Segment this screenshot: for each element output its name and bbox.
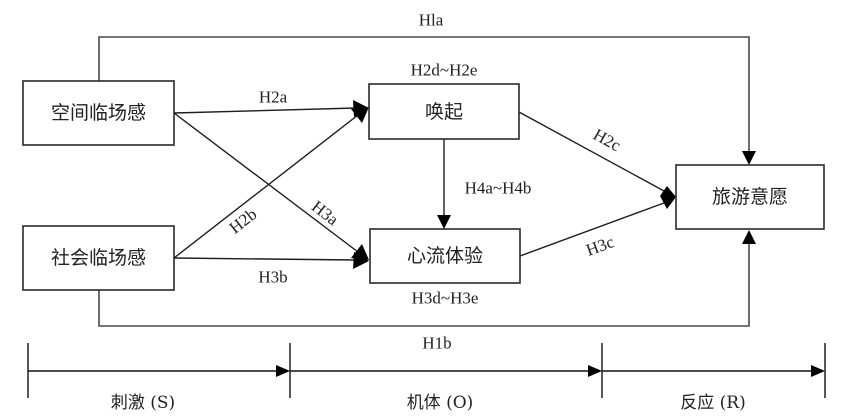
- node-spatial-presence-label: 空间临场感: [51, 102, 146, 124]
- stage-label-response: 反应 (R): [680, 393, 745, 413]
- label-h4a-h4b: H4a~H4b: [465, 179, 532, 198]
- arrowhead-h3b: [353, 252, 369, 269]
- timeline-arrowhead-response: [811, 365, 825, 377]
- label-h3b: H3b: [258, 268, 287, 287]
- arrowhead-h2b: [351, 107, 369, 123]
- node-travel-intention-label: 旅游意愿: [712, 186, 788, 208]
- label-h3a: H3a: [308, 197, 342, 230]
- node-social-presence: 社会临场感: [22, 225, 175, 291]
- label-h1b: H1b: [422, 334, 451, 353]
- edge-h1a: [98, 36, 750, 152]
- stage-label-stimulus: 刺激 (S): [111, 393, 175, 413]
- edge-h2c: [518, 111, 665, 192]
- arrowhead-h2c-h3c: [660, 186, 676, 209]
- stage-label-organism: 机体 (O): [407, 393, 474, 413]
- label-h2d-h2e: H2d~H2e: [411, 61, 478, 80]
- label-h2b: H2b: [226, 205, 261, 238]
- edge-h2b: [173, 114, 359, 259]
- arrowhead-h4a-h4b: [437, 215, 451, 229]
- edge-h3c: [519, 202, 665, 257]
- node-flow-experience-label: 心流体验: [407, 245, 483, 267]
- edge-h1b: [98, 243, 750, 327]
- edge-h2a: [173, 107, 357, 114]
- node-flow-experience: 心流体验: [369, 228, 521, 284]
- node-social-presence-label: 社会临场感: [51, 247, 146, 269]
- arrowhead-h1a: [742, 151, 756, 165]
- timeline-arrowhead-organism: [588, 365, 602, 377]
- node-travel-intention: 旅游意愿: [675, 164, 825, 230]
- node-spatial-presence: 空间临场感: [22, 80, 175, 146]
- timeline-arrowhead-stimulus: [276, 365, 290, 377]
- label-h2c: H2c: [590, 125, 624, 156]
- edge-h3a: [173, 112, 359, 253]
- arrowhead-h1b: [742, 230, 756, 244]
- stage-timeline: 刺激 (S) 机体 (O) 反应 (R): [27, 343, 826, 413]
- label-h1a: Hla: [419, 11, 444, 30]
- node-arousal: 唤起: [368, 83, 520, 140]
- label-h3c: H3c: [583, 232, 617, 260]
- edge-h3b: [173, 257, 357, 261]
- label-h2a: H2a: [259, 88, 288, 107]
- node-arousal-label: 唤起: [425, 101, 463, 123]
- label-h3d-h3e: H3d~H3e: [412, 289, 479, 308]
